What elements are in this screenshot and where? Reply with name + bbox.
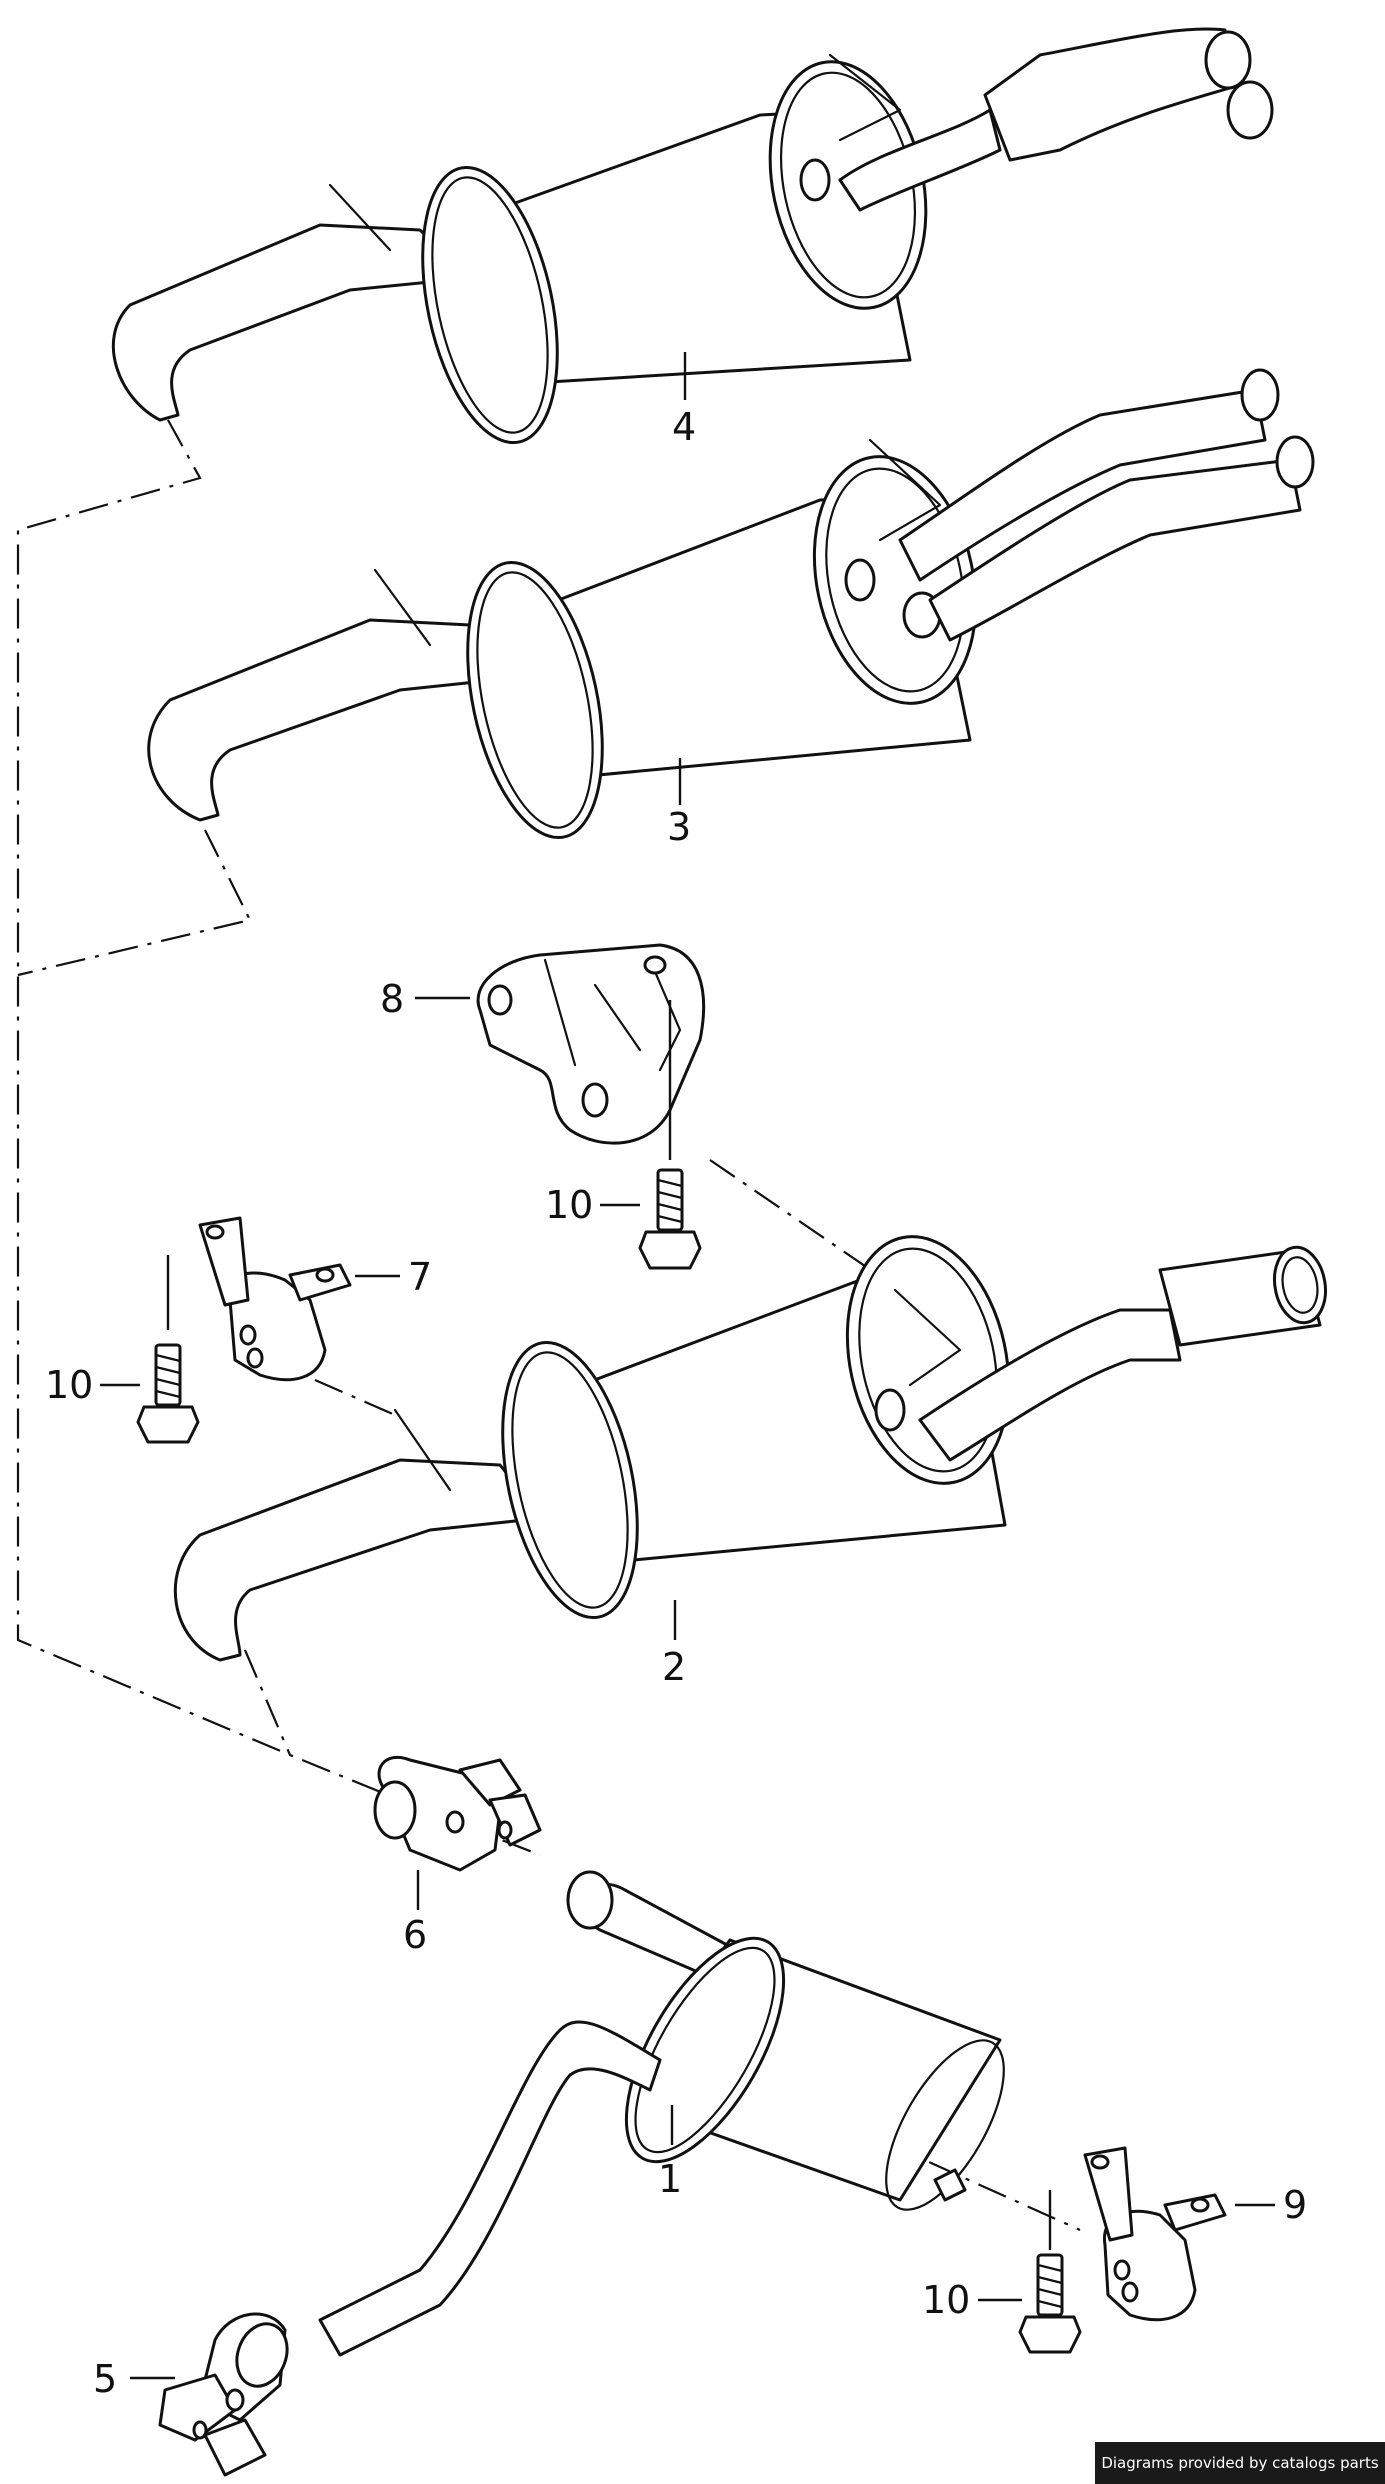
callout-2: 2: [662, 1645, 686, 1689]
callout-8: 8: [380, 977, 404, 1021]
clamp-6: [373, 1755, 542, 1872]
callout-7: 7: [408, 1255, 432, 1299]
bolt-10-lower: [1018, 2253, 1082, 2354]
bolt-10-left: [136, 1343, 200, 1444]
clamp-5: [158, 2312, 289, 2477]
callout-10-upper: 10: [545, 1183, 593, 1227]
rear-muffler-4: [111, 27, 1274, 445]
callout-3: 3: [667, 805, 691, 849]
rear-muffler-3: [147, 368, 1315, 840]
callout-10-left: 10: [45, 1363, 93, 1407]
callout-5: 5: [93, 2357, 117, 2401]
callout-4: 4: [672, 405, 696, 449]
callout-6: 6: [403, 1913, 427, 1957]
callout-9: 9: [1283, 2183, 1307, 2227]
rubber-mount-9: [1083, 2146, 1227, 2322]
bolt-10-upper: [638, 1168, 702, 1270]
front-muffler-1: [318, 1870, 1005, 2357]
bracket-8: [476, 943, 706, 1145]
rear-muffler-2: [173, 1235, 1327, 1662]
credit-banner: Diagrams provided by catalogs parts: [1095, 2442, 1385, 2484]
callout-10-lower: 10: [922, 2278, 970, 2322]
callout-1: 1: [658, 2157, 682, 2201]
rubber-mount-7: [198, 1216, 352, 1382]
